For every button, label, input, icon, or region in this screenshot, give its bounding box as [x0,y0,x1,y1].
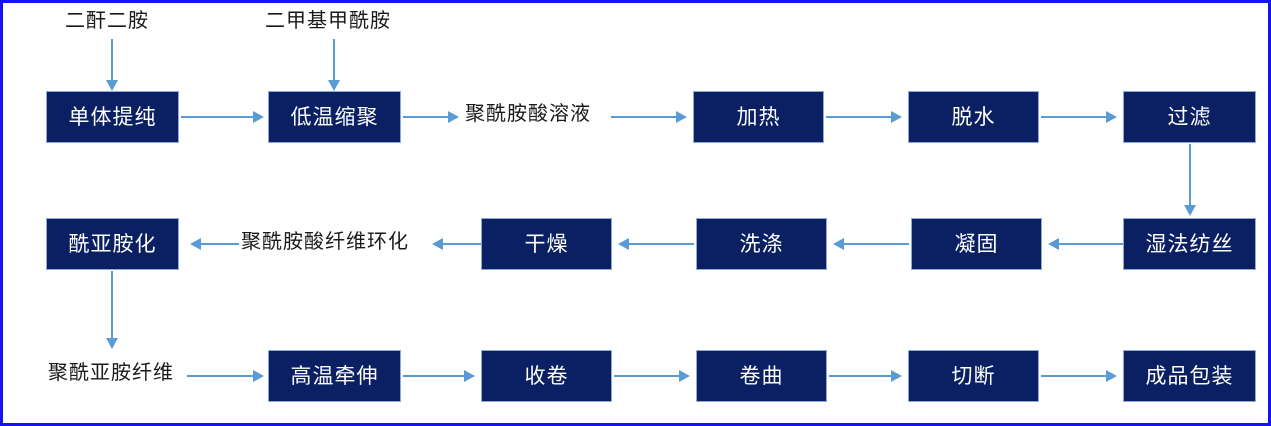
arrowhead-right-winding-to-crimping [679,370,690,382]
connector-polyimide-fiber-to-drawing [187,375,253,377]
node-monomer-purification[interactable]: 单体提纯 [46,91,179,143]
node-wet-spinning[interactable]: 湿法纺丝 [1123,218,1256,270]
arrowhead-left-drying-to-cyclization [432,238,443,250]
arrowhead-right-dehydration-to-filtration [1106,111,1117,123]
label-polyamic-acid-solution: 聚酰胺酸溶液 [465,103,591,125]
node-drying[interactable]: 干燥 [481,218,612,270]
connector-cyclization-to-imidization [201,243,239,245]
arrowhead-down-dmf [328,80,340,91]
node-coagulation[interactable]: 凝固 [911,218,1042,270]
node-cutting[interactable]: 切断 [908,350,1039,402]
connector-drying-to-cyclization [443,243,481,245]
arrowhead-left-washing-to-drying [618,238,629,250]
arrowhead-left-coagulation-to-washing [833,238,844,250]
arrowhead-right-crimping-to-cutting [891,370,902,382]
connector-winding-to-crimping [614,375,679,377]
node-winding[interactable]: 收卷 [481,350,612,402]
connector-dianhydride-to-monomer-purification [111,39,113,81]
label-polyamic-acid-fiber-cyclization: 聚酰胺酸纤维环化 [241,231,409,253]
connector-imidization-to-polyimide-fiber [111,271,113,339]
connector-coagulation-to-washing [844,243,909,245]
arrowhead-down-dianhydride [106,80,118,91]
node-crimping[interactable]: 卷曲 [696,350,827,402]
node-high-temp-drawing[interactable]: 高温牵伸 [268,350,401,402]
node-packaging[interactable]: 成品包装 [1123,350,1256,402]
arrowhead-right-solution-to-heating [676,111,687,123]
connector-solution-to-heating [611,116,676,118]
arrowhead-right-drawing-to-winding [464,370,475,382]
node-imidization[interactable]: 酰亚胺化 [46,218,179,270]
connector-dehydration-to-filtration [1041,116,1106,118]
connector-monomer-to-polycondensation [181,116,253,118]
connector-filtration-to-wet-spinning [1189,144,1191,206]
arrowhead-right-cutting-to-packaging [1106,370,1117,382]
node-washing[interactable]: 洗涤 [696,218,827,270]
connector-washing-to-drying [629,243,694,245]
node-filtration[interactable]: 过滤 [1123,91,1256,143]
arrowhead-left-cyclization-to-imidization [190,238,201,250]
connector-crimping-to-cutting [829,375,891,377]
connector-wet-spinning-to-coagulation [1059,243,1123,245]
arrowhead-right-polycondensation-to-solution [448,111,459,123]
connector-drawing-to-winding [403,375,464,377]
label-polyimide-fiber: 聚酰亚胺纤维 [48,362,174,384]
input-label-dianhydride: 二酐二胺 [65,10,149,32]
arrowhead-down-filtration-to-wet-spinning [1184,205,1196,216]
connector-dmf-to-low-temp-polycondensation [333,39,335,81]
connector-heating-to-dehydration [826,116,891,118]
node-heating[interactable]: 加热 [693,91,824,143]
arrowhead-left-wet-spinning-to-coagulation [1048,238,1059,250]
arrowhead-down-imidization-to-polyimide-fiber [106,338,118,349]
arrowhead-right-heating-to-dehydration [891,111,902,123]
arrowhead-right-monomer-to-polycondensation [253,111,264,123]
arrowhead-right-polyimide-fiber-to-drawing [253,370,264,382]
connector-cutting-to-packaging [1041,375,1106,377]
node-low-temp-polycondensation[interactable]: 低温缩聚 [268,91,401,143]
connector-polycondensation-to-solution [403,116,448,118]
input-label-dmf: 二甲基甲酰胺 [265,10,391,32]
node-dehydration[interactable]: 脱水 [908,91,1039,143]
